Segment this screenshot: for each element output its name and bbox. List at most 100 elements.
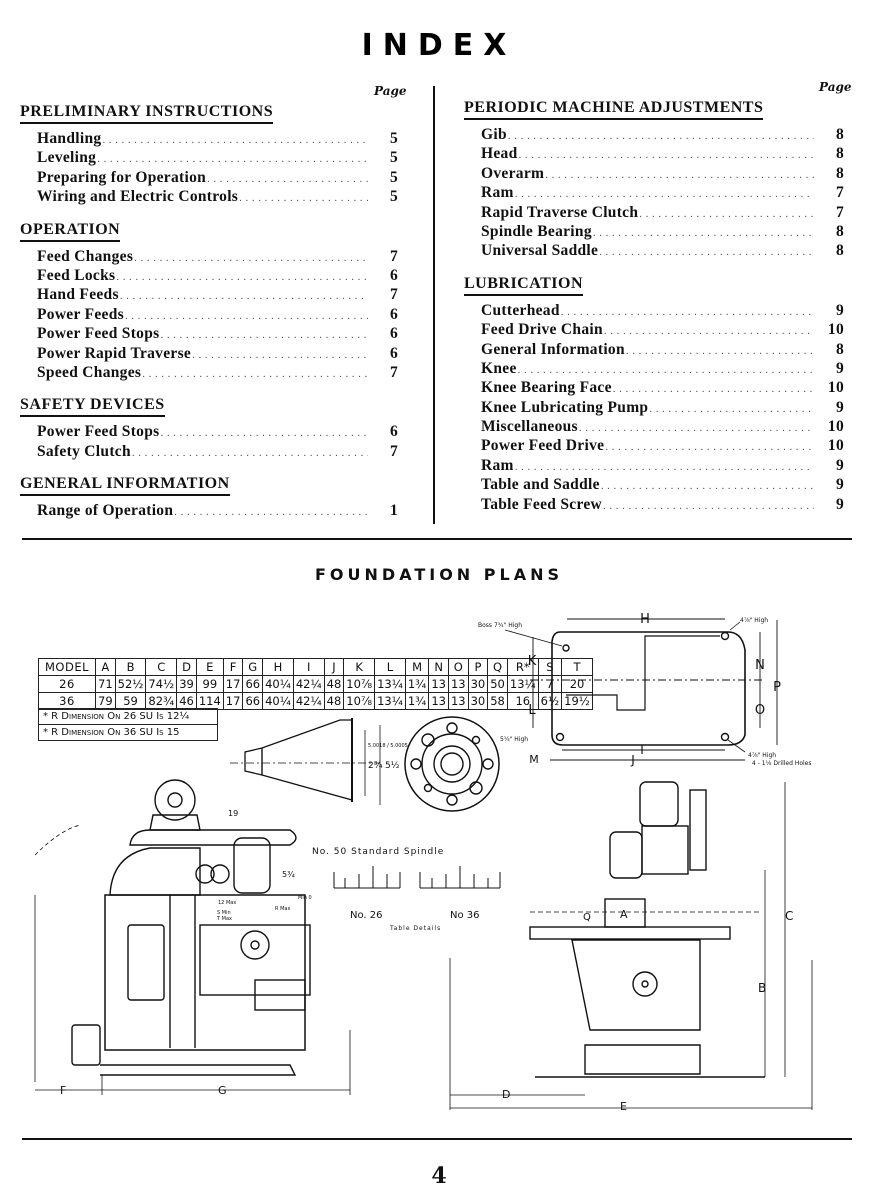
dot-leader (134, 249, 368, 268)
entry-label: Ram (481, 456, 514, 474)
entry-page-number: 10 (827, 437, 844, 455)
entry-page-number: 8 (835, 242, 844, 260)
dot-leader (508, 127, 814, 146)
entry-page-number: 9 (835, 301, 844, 319)
index-entry[interactable]: Feed Locks6 (20, 266, 410, 285)
table-cell: 59 (114, 692, 147, 710)
entry-page-number: 7 (389, 363, 398, 381)
entry-page-number: 5 (389, 188, 398, 206)
index-entry[interactable]: Table Feed Screw9 (464, 495, 852, 514)
side-view-machine (34, 779, 351, 1095)
entry-label: Power Rapid Traverse (37, 344, 192, 362)
spindle-title: No. 50 Standard Spindle (312, 847, 444, 857)
entry-page-number: 9 (835, 495, 844, 513)
index-title: INDEX (361, 28, 517, 63)
index-entry[interactable]: Preparing for Operation5 (20, 168, 410, 187)
index-entry[interactable]: Hand Feeds7 (20, 285, 410, 304)
entry-label: Universal Saddle (481, 242, 599, 260)
svg-text:L: L (528, 703, 536, 718)
entry-page-number: 6 (389, 344, 398, 362)
entry-page-number: 6 (389, 325, 398, 343)
index-entry[interactable]: Power Feed Stops6 (20, 422, 410, 441)
index-entry[interactable]: Power Rapid Traverse 6 (20, 344, 410, 363)
spindle-section: 2¾ 5½ 5.0018 / 5.0005 (230, 718, 408, 805)
index-entry[interactable]: Power Feed Stops 6 (20, 324, 410, 343)
index-entry[interactable]: Knee Lubricating Pump9 (464, 398, 852, 417)
dot-leader (519, 146, 814, 165)
table-cell: 19½ (561, 692, 593, 710)
dot-leader (116, 268, 368, 287)
dimension-notes: * R Dimension On 26 SU Is 12¼* R Dimensi… (38, 708, 218, 741)
index-entry[interactable]: Gib8 (464, 125, 852, 144)
dot-leader (160, 424, 368, 443)
section-divider-bottom (22, 1138, 852, 1140)
dot-leader (579, 419, 814, 438)
section-heading: PRELIMINARY INSTRUCTIONS (20, 103, 274, 124)
table-cell: 48 (323, 692, 345, 710)
dot-leader (102, 131, 368, 150)
index-entry[interactable]: Knee9 (464, 359, 852, 378)
index-entry[interactable]: Feed Drive Chain10 (464, 320, 852, 339)
entry-label: Safety Clutch (37, 442, 131, 460)
entry-label: Power Feed Stops (37, 325, 160, 343)
index-entry[interactable]: Range of Operation1 (20, 501, 410, 520)
boss-hole (562, 644, 570, 652)
dot-leader (605, 438, 814, 457)
index-entry[interactable]: Leveling5 (20, 148, 410, 167)
entry-label: Miscellaneous (481, 418, 578, 436)
svg-text:K: K (528, 654, 537, 669)
index-entry[interactable]: Power Feed Drive10 (464, 436, 852, 455)
index-entry[interactable]: Speed Changes 7 (20, 363, 410, 382)
index-entry[interactable]: Overarm8 (464, 164, 852, 183)
entry-page-number: 6 (389, 423, 398, 441)
corner-top-label: 4⅞" High (740, 617, 768, 624)
table-cell: 82¾ (145, 692, 178, 710)
index-entry[interactable]: Ram9 (464, 456, 852, 475)
table-cell: 46 (176, 692, 197, 710)
index-entry[interactable]: Table and Saddle9 (464, 475, 852, 494)
entry-label: Feed Locks (37, 266, 116, 284)
dim-12-max: 12 Max (218, 900, 236, 906)
entry-page-number: 7 (389, 286, 398, 304)
hole-bottom-left (555, 732, 565, 742)
table-detail-36: No 36 (450, 910, 480, 921)
dot-leader (120, 287, 368, 306)
table-header-cell: M (404, 658, 430, 676)
index-entry[interactable]: General Information8 (464, 340, 852, 359)
entry-page-number: 8 (835, 145, 844, 163)
index-entry[interactable]: Rapid Traverse Clutch7 (464, 203, 852, 222)
index-entry[interactable]: Spindle Bearing8 (464, 222, 852, 241)
svg-text:O: O (755, 703, 765, 718)
index-entry[interactable]: Knee Bearing Face10 (464, 378, 852, 397)
index-entry[interactable]: Miscellaneous10 (464, 417, 852, 436)
index-entry[interactable]: Power Feeds6 (20, 305, 410, 324)
table-cell: 42¼ (292, 692, 325, 710)
index-entry[interactable]: Handling5 (20, 129, 410, 148)
index-entry[interactable]: Wiring and Electric Controls5 (20, 187, 410, 206)
index-entry[interactable]: Safety Clutch7 (20, 442, 410, 461)
entry-label: Speed Changes (37, 363, 142, 381)
dot-leader (626, 342, 814, 361)
page-number: 4 (431, 1163, 447, 1189)
dim-s-min: S Min (217, 910, 231, 916)
index-entry[interactable]: Cutterhead9 (464, 301, 852, 320)
dot-leader (125, 307, 368, 326)
entry-page-number: 8 (835, 340, 844, 358)
svg-text:I: I (640, 743, 644, 757)
index-entry[interactable]: Head8 (464, 144, 852, 163)
table-cell: 17 (222, 692, 244, 710)
foundation-drawing: H K L M I J N O P Boss 7¾" High 4⅞" High… (34, 612, 813, 1113)
table-cell: 48 (323, 675, 345, 693)
table-cell: 114 (195, 692, 224, 710)
index-entry[interactable]: Ram7 (464, 183, 852, 202)
table-cell: 13 (428, 692, 449, 710)
entry-label: Knee Lubricating Pump (481, 398, 649, 416)
index-section: PERIODIC MACHINE ADJUSTMENTSGib8Head8Ove… (464, 97, 852, 261)
index-entry[interactable]: Feed Changes7 (20, 247, 410, 266)
entry-label: Handling (37, 130, 102, 147)
table-cell: 10⅞ (343, 692, 376, 710)
index-entry[interactable]: Universal Saddle 8 (464, 241, 852, 260)
column-divider (433, 86, 435, 524)
